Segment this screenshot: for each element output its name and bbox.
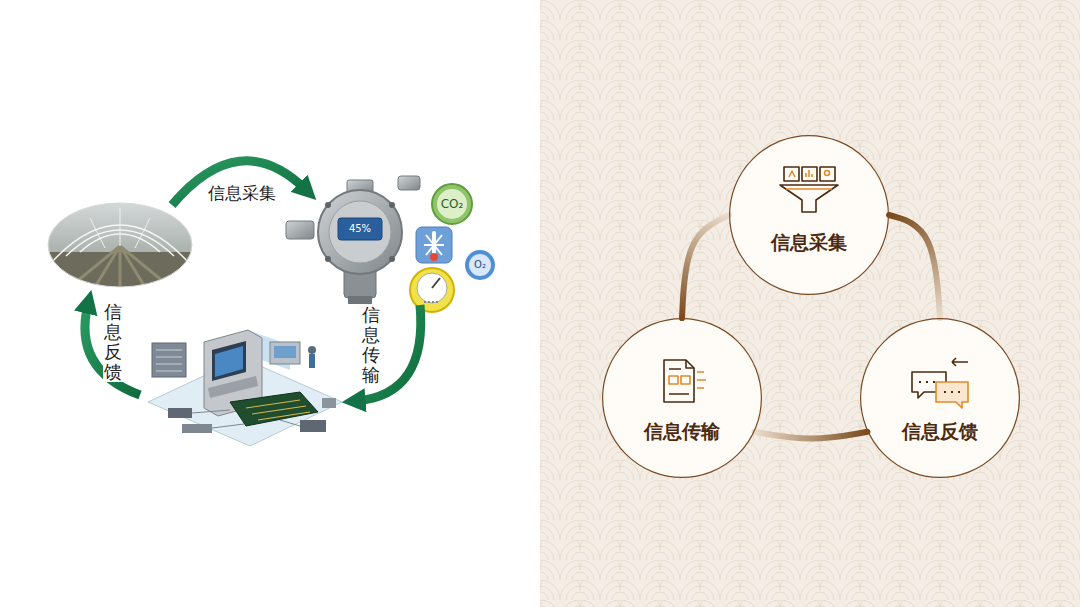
gas-sensor <box>286 176 420 304</box>
icon-label: 45% <box>349 223 371 235</box>
circle-grounds <box>602 135 1020 478</box>
node-label: 信息采集 <box>729 230 889 256</box>
o2-icon <box>465 250 495 280</box>
transfer-icon <box>664 360 706 402</box>
process-circle: 信息反馈 <box>860 318 1020 478</box>
arrow-label: 信息反馈 <box>103 302 123 381</box>
cycle-connector <box>889 215 940 318</box>
node-label: 信息传输 <box>602 419 762 445</box>
node-label: 信息反馈 <box>860 419 1020 445</box>
cycle-connector <box>755 432 868 439</box>
wave-pattern <box>540 0 1080 607</box>
icon-label: O₂ <box>474 259 486 271</box>
feedback-icon <box>912 358 968 408</box>
greenhouse-photo <box>48 203 192 287</box>
icon-label: CO₂ <box>441 197 464 211</box>
right-ground <box>540 0 1080 607</box>
co2-icon <box>432 184 472 224</box>
circle-border <box>603 319 762 478</box>
circle-outline <box>860 318 1020 478</box>
circle-outline <box>729 135 889 295</box>
process-circle: 信息传输 <box>602 318 762 478</box>
arrow-label: 信息采集 <box>207 183 277 203</box>
temperature-icon <box>416 227 452 263</box>
circle-border <box>730 136 889 295</box>
cycle-arrows <box>85 161 421 401</box>
cycle-connector <box>682 215 729 318</box>
circle-outline <box>602 318 762 478</box>
left-ground <box>0 0 540 607</box>
process-circle: 信息采集 <box>729 135 889 295</box>
arrow-label: 信息传输 <box>361 305 381 384</box>
control-system <box>148 330 342 446</box>
circle-border <box>861 319 1020 478</box>
collect-icon <box>780 167 838 212</box>
